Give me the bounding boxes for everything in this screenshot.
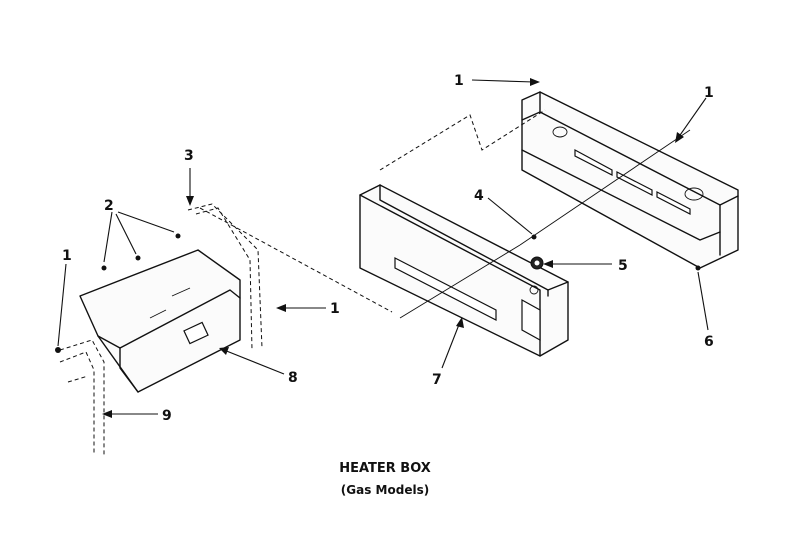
callout-8: 8 xyxy=(288,370,298,386)
burner-port-part-5 xyxy=(530,256,544,270)
callout-7: 7 xyxy=(432,372,442,388)
callout-5: 5 xyxy=(618,258,628,274)
diagram-title: HEATER BOX xyxy=(339,461,431,476)
left-dashed-frame xyxy=(59,203,263,455)
callout-4: 4 xyxy=(474,188,484,204)
callout-3: 3 xyxy=(184,148,194,164)
callout-6: 6 xyxy=(704,334,714,350)
callout-1-left: 1 xyxy=(62,248,72,264)
callout-1-top-right: 1 xyxy=(704,85,714,101)
diagram-subtitle: (Gas Models) xyxy=(341,483,429,497)
heater-box-body xyxy=(359,184,569,357)
callout-2: 2 xyxy=(104,198,114,214)
callout-9: 9 xyxy=(162,408,172,424)
front-cover-part-8 xyxy=(79,233,241,393)
callout-1-top: 1 xyxy=(454,73,464,89)
callout-1-mid: 1 xyxy=(330,301,340,317)
back-channel-panel xyxy=(521,91,739,269)
